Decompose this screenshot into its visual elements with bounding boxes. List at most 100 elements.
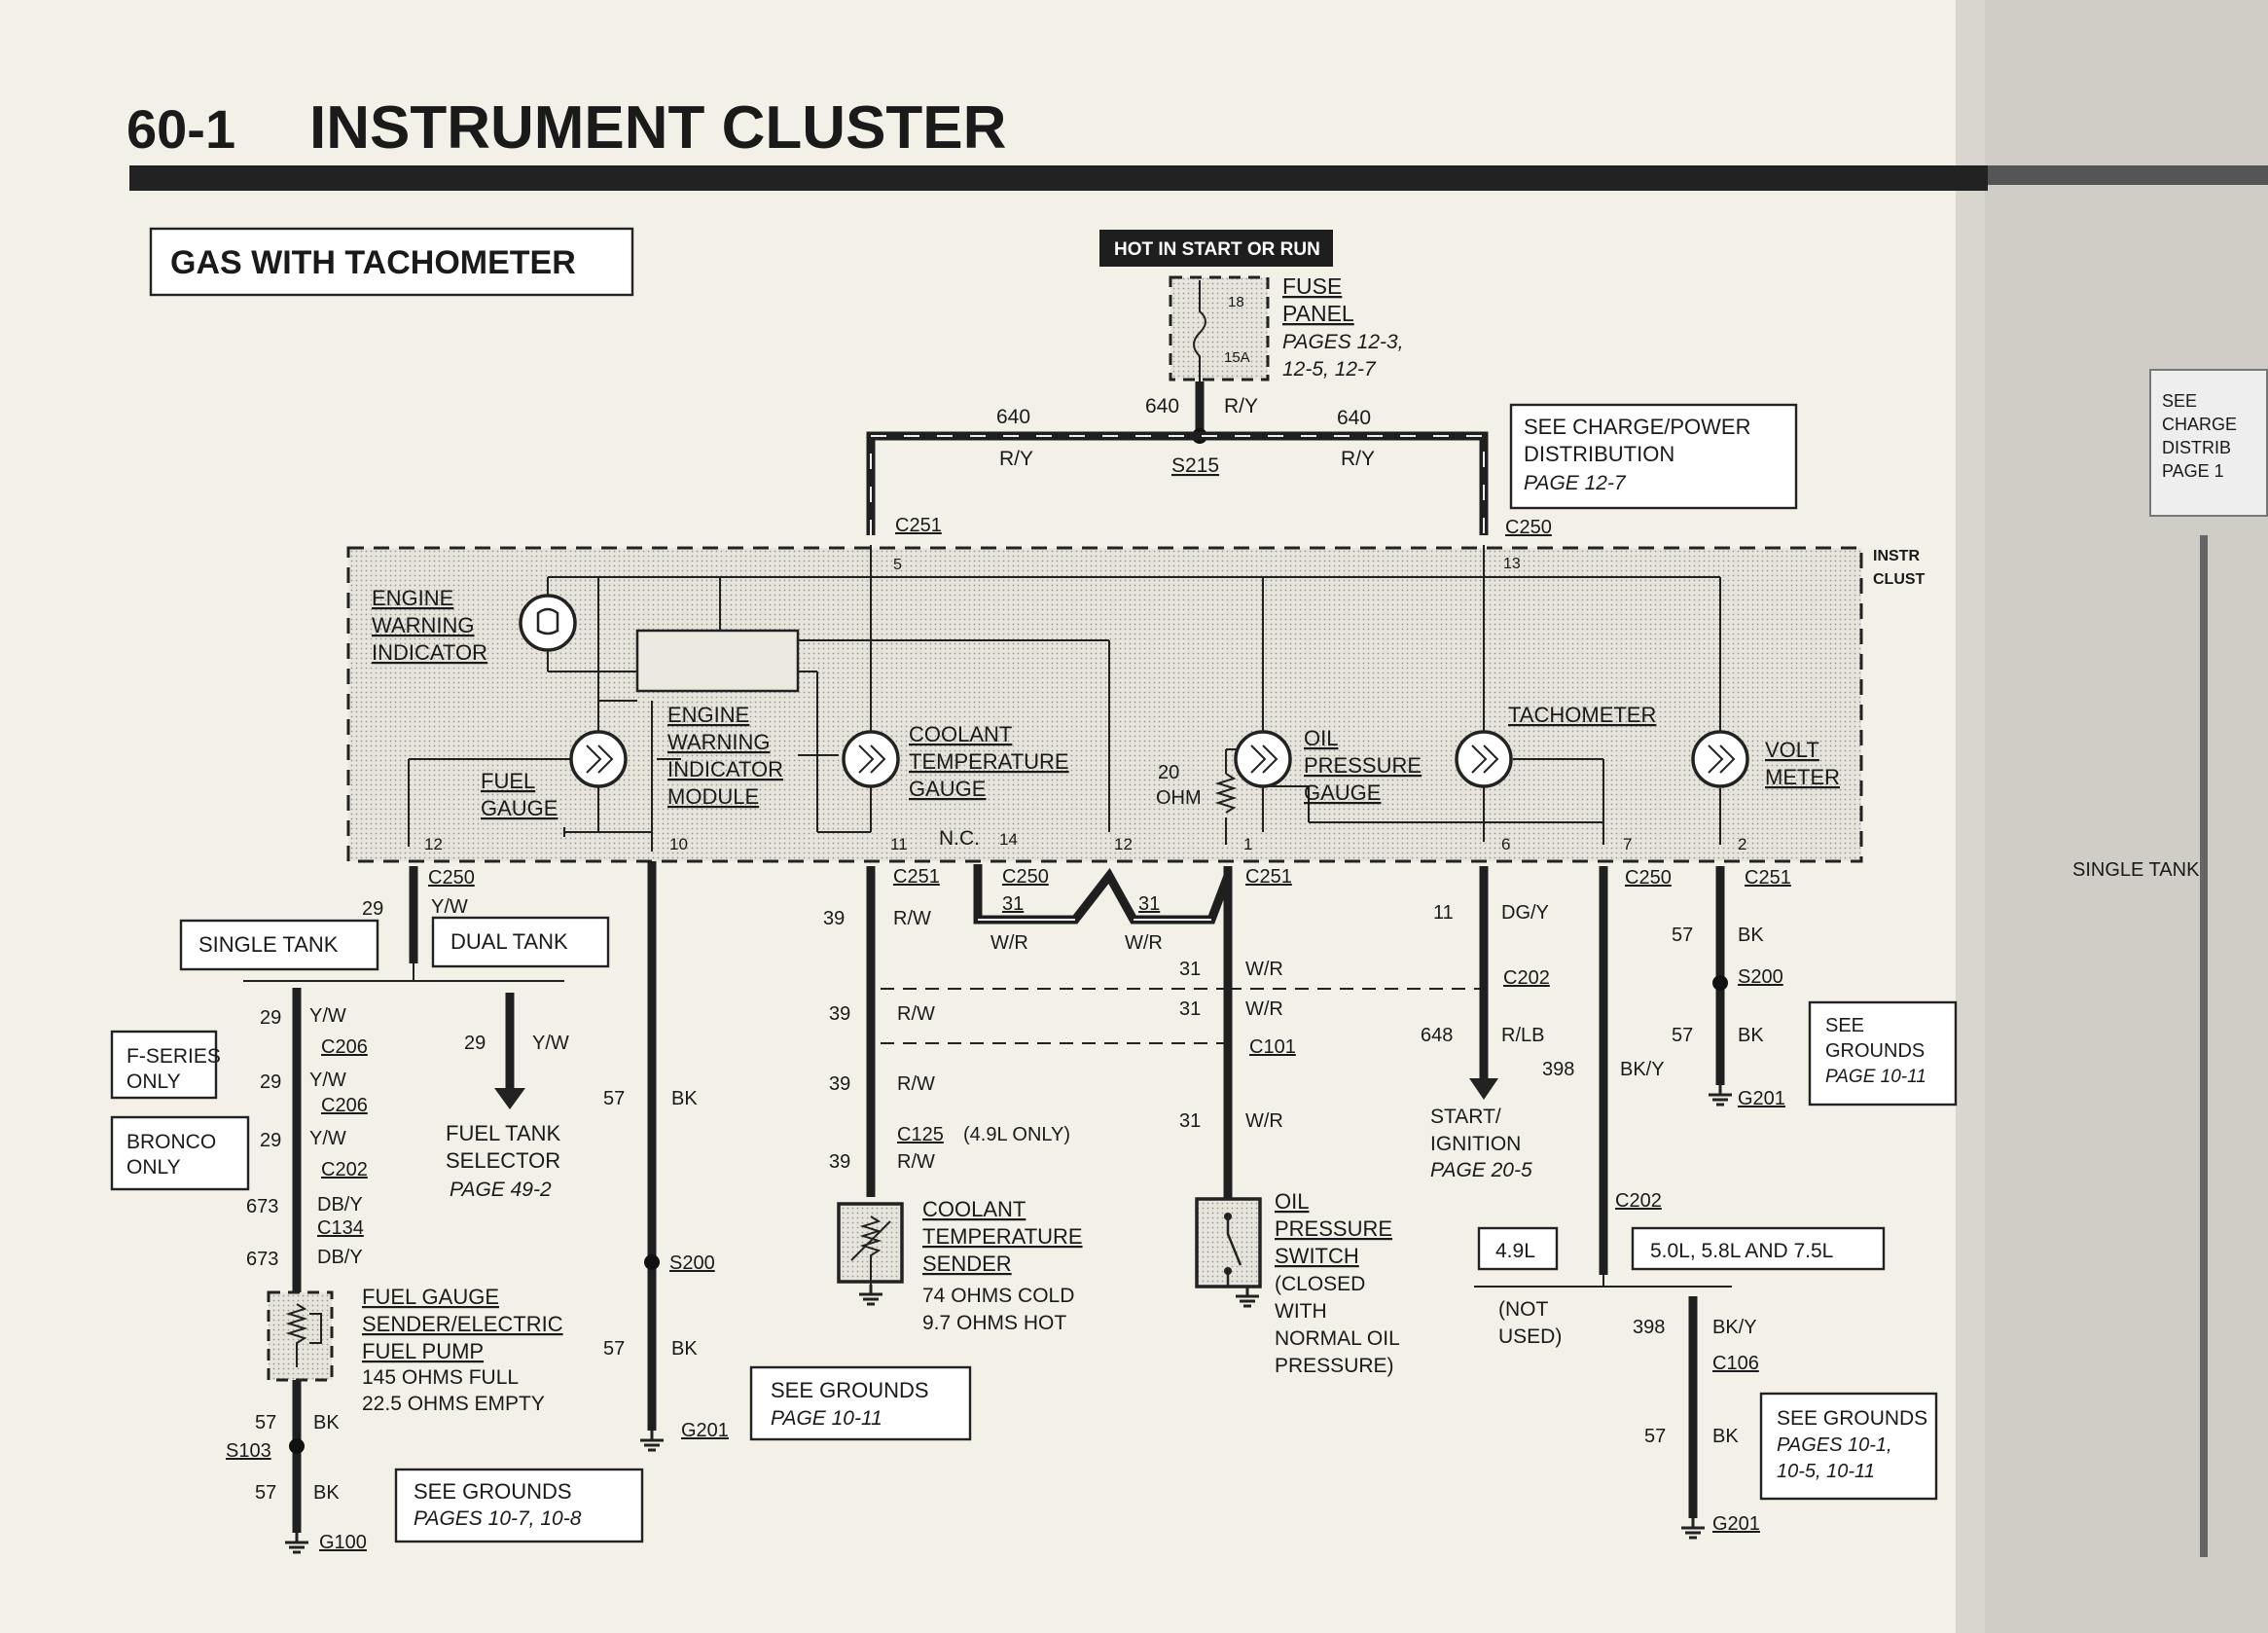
indicator-bulb-icon <box>536 607 559 635</box>
tach-dgy: DG/Y <box>1501 902 1549 924</box>
fuel-grounds-ref-2: PAGES 10-7, 10-8 <box>414 1507 582 1530</box>
right-circuit: 640 <box>1337 407 1371 429</box>
oil-switch-note-3: NORMAL OIL <box>1275 1327 1400 1350</box>
splice-s200-volt-dot <box>1712 975 1728 991</box>
fuel-yw-b: Y/W <box>309 1070 346 1091</box>
fuel-gauge-coil <box>586 744 614 774</box>
tach-grounds-ref-box <box>1759 1392 1938 1501</box>
oil-switch-label-1: OIL <box>1275 1189 1309 1214</box>
volt-57-a: 57 <box>1672 925 1693 946</box>
fuel-ground-bk-b: BK <box>313 1482 340 1504</box>
oil-31-d: 31 <box>1179 998 1201 1020</box>
dual-tank-label: DUAL TANK <box>450 929 568 954</box>
pin-tach-7: 7 <box>1623 835 1632 853</box>
voltmeter-coil <box>1708 744 1736 774</box>
fuel-ground-57-b: 57 <box>255 1482 276 1504</box>
conn-c202-fuel: C202 <box>321 1159 368 1180</box>
module-ground-bk-b: BK <box>671 1338 698 1360</box>
cluster-right-connector: C250 <box>1505 517 1552 538</box>
pin-tach: 6 <box>1501 835 1510 853</box>
oil-gauge-label-2: PRESSURE <box>1304 753 1422 778</box>
not-used-1: (NOT <box>1498 1298 1548 1321</box>
tach-398-a: 398 <box>1542 1059 1574 1080</box>
coolant-rw-b: R/W <box>897 1003 935 1025</box>
not-used-2: USED) <box>1498 1325 1562 1348</box>
engine-warning-module-box <box>635 629 800 693</box>
coolant-39-d: 39 <box>829 1151 850 1173</box>
module-label-2: WARNING <box>667 730 771 754</box>
tach-ground-57: 57 <box>1644 1426 1666 1447</box>
fuel-sender-spec-2: 22.5 OHMS EMPTY <box>362 1393 545 1415</box>
splice-s215: S215 <box>1171 454 1219 477</box>
bus-wire-stripe <box>870 435 1485 535</box>
oil-switch-label-2: PRESSURE <box>1275 1216 1392 1241</box>
oil-switch-pivot <box>1224 1213 1232 1220</box>
tach-conn-c202: C202 <box>1503 967 1550 989</box>
fuel-gauge-label-1: FUEL <box>481 769 535 793</box>
oil-31-b: 31 <box>1138 893 1160 915</box>
voltmeter-label-1: VOLT <box>1765 738 1819 762</box>
coolant-39-a: 39 <box>823 908 845 929</box>
tach-grounds-ref-2: PAGES 10-1, <box>1777 1434 1892 1456</box>
module-label-1: ENGINE <box>667 703 749 727</box>
voltmeter-icon <box>1691 730 1749 788</box>
pin-14: 14 <box>999 830 1018 849</box>
fuel-ground-57-a: 57 <box>255 1412 276 1433</box>
start-ref-3: PAGE 20-5 <box>1430 1159 1532 1181</box>
fuel-dby-b: DB/Y <box>317 1247 363 1268</box>
page-number: 60-1 <box>126 98 235 160</box>
fuse-panel-2: PANEL <box>1282 301 1354 326</box>
oil-switch-note-1: (CLOSED <box>1275 1273 1365 1295</box>
feed-circuit: 640 <box>1145 395 1179 417</box>
coolant-gauge-coil <box>858 744 886 774</box>
ground-g100: G100 <box>319 1532 367 1553</box>
instrument-cluster <box>346 546 1863 863</box>
coolant-connector-c251: C251 <box>893 866 940 888</box>
oil-conn-c101: C101 <box>1249 1036 1296 1058</box>
oil-switch-terminal <box>1224 1267 1232 1275</box>
fuel-color-yw: Y/W <box>431 896 468 918</box>
fuse-element <box>1193 280 1206 381</box>
splice-s200-volt: S200 <box>1738 966 1783 988</box>
volt-conn-c251: C251 <box>1745 867 1791 889</box>
next-page-ref-box <box>2149 369 2268 517</box>
oil-switch-note-4: PRESSURE) <box>1275 1355 1394 1377</box>
coolant-sender-variable-arrow <box>850 1220 891 1261</box>
cluster-pin-5: 5 <box>893 557 902 573</box>
ground-g201-tach: G201 <box>1712 1513 1760 1535</box>
hot-label-box <box>1099 230 1333 267</box>
coolant-gauge-icon <box>842 730 900 788</box>
cluster-pin-13: 13 <box>1503 556 1521 572</box>
volt-bk-a: BK <box>1738 925 1764 946</box>
engine-warning-indicator-2: WARNING <box>372 613 475 637</box>
volt-57-b: 57 <box>1672 1025 1693 1046</box>
pin-fuel: 12 <box>424 835 443 853</box>
fuel-673-b: 673 <box>246 1249 278 1270</box>
single-tank-label: SINGLE TANK <box>198 932 339 957</box>
oil-31-a: 31 <box>1002 893 1024 915</box>
next-page-ref-4: PAGE 1 <box>2162 461 2224 481</box>
fuel-dby-a: DB/Y <box>317 1194 363 1216</box>
dual-tank-box <box>431 916 610 968</box>
fuse-panel-1: FUSE <box>1282 273 1342 299</box>
coolant-sender-label-3: SENDER <box>922 1252 1012 1276</box>
fuel-29-dual: 29 <box>464 1033 486 1054</box>
coolant-39-c: 39 <box>829 1073 850 1095</box>
start-ref-1: START/ <box>1430 1106 1501 1128</box>
next-page-ref-3: DISTRIB <box>2162 438 2231 457</box>
left-circuit: 640 <box>996 406 1030 428</box>
module-ground-57-a: 57 <box>603 1088 625 1109</box>
hot-label: HOT IN START OR RUN <box>1114 239 1320 260</box>
coolant-sender-label-1: COOLANT <box>922 1197 1026 1221</box>
module-label-3: INDICATOR <box>667 757 783 781</box>
tach-11: 11 <box>1433 902 1454 924</box>
pin-module: 10 <box>669 835 688 853</box>
fuel-gauge-icon <box>569 730 628 788</box>
oil-gauge-icon <box>1234 730 1292 788</box>
fuel-29-b: 29 <box>260 1071 281 1093</box>
engine-warning-indicator-1: ENGINE <box>372 586 453 610</box>
coolant-gauge-label-1: COOLANT <box>909 722 1012 746</box>
splice-s200-dot <box>644 1254 660 1270</box>
